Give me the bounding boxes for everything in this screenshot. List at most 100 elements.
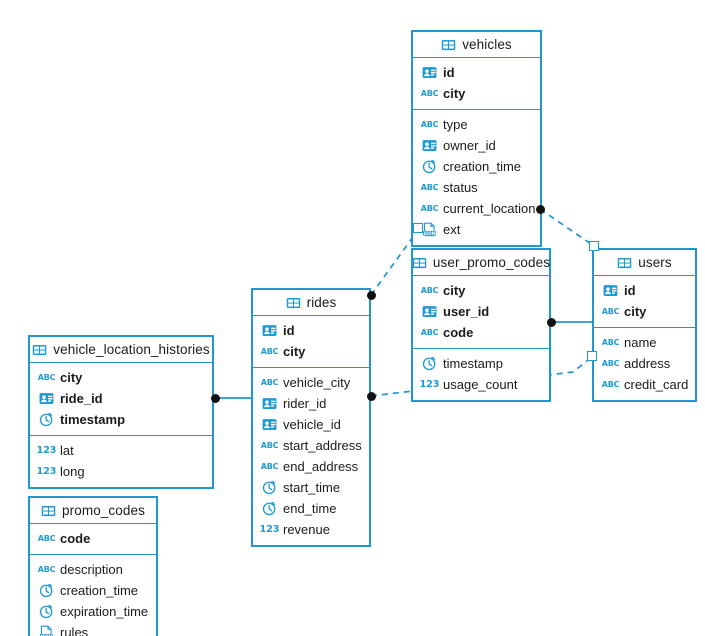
clock-icon	[262, 480, 277, 495]
field-label: credit_card	[624, 377, 689, 392]
clock-icon	[39, 583, 54, 598]
field-label: id	[283, 323, 295, 338]
field-label: address	[624, 356, 671, 371]
field-label: description	[60, 562, 123, 577]
entity-title: vehicles	[462, 37, 512, 52]
clock-icon	[422, 159, 437, 174]
field-rules[interactable]: JSONrules	[30, 622, 156, 636]
entity-title: promo_codes	[62, 503, 145, 518]
endpoint-vehicles-bottom-left	[413, 223, 423, 233]
json-file-icon: JSON	[422, 222, 437, 237]
field-creation_time[interactable]: creation_time	[30, 580, 156, 601]
field-label: vehicle_id	[283, 417, 341, 432]
field-end_time[interactable]: end_time	[253, 498, 369, 519]
id-badge-icon	[422, 304, 437, 319]
field-current_location[interactable]: ABC current_location	[413, 198, 540, 219]
id-badge-icon	[422, 65, 437, 80]
endpoint-vehicles-bottom-right	[535, 204, 545, 214]
entity-header-rides[interactable]: rides	[253, 290, 369, 316]
field-expiration_time[interactable]: expiration_time	[30, 601, 156, 622]
primary-key-field-ride_id[interactable]: ride_id	[30, 388, 212, 409]
field-label: end_time	[283, 501, 337, 516]
primary-key-field-id[interactable]: id	[413, 62, 540, 83]
entity-header-users[interactable]: users	[594, 250, 695, 276]
entity-header-vehicles[interactable]: vehicles	[413, 32, 540, 58]
123-number-icon: 123	[259, 523, 280, 535]
field-label: current_location	[443, 201, 536, 216]
field-label: end_address	[283, 459, 359, 474]
field-label: usage_count	[443, 377, 518, 392]
field-rider_id[interactable]: rider_id	[253, 393, 369, 414]
abc-text-icon: ABC	[420, 119, 439, 129]
entity-header-promo_codes[interactable]: promo_codes	[30, 498, 156, 524]
abc-text-icon: ABC	[37, 372, 56, 382]
table-grid-icon	[286, 295, 301, 310]
abc-text-icon: ABC	[420, 203, 439, 213]
field-label: start_time	[283, 480, 341, 495]
field-label: timestamp	[443, 356, 503, 371]
relationship-vehicles-to-users[interactable]	[539, 208, 595, 247]
relationship-vehicles-to-rides[interactable]	[370, 229, 419, 296]
field-start_time[interactable]: start_time	[253, 477, 369, 498]
entity-header-user_promo_codes[interactable]: user_promo_codes	[412, 250, 550, 276]
field-label: code	[60, 531, 91, 546]
field-vehicle_id[interactable]: vehicle_id	[253, 414, 369, 435]
entity-header-vehicle_location_histories[interactable]: vehicle_location_histories	[30, 337, 212, 363]
field-timestamp[interactable]: timestamp	[413, 353, 549, 374]
clock-icon	[422, 356, 437, 371]
abc-text-icon: ABC	[601, 337, 620, 347]
field-label: city	[283, 344, 306, 359]
primary-key-field-id[interactable]: id	[594, 280, 695, 301]
primary-key-field-timestamp[interactable]: timestamp	[30, 409, 212, 430]
field-label: user_id	[443, 304, 490, 319]
endpoint-user-promo-codes-right	[546, 317, 556, 327]
field-owner_id[interactable]: owner_id	[413, 135, 540, 156]
clock-icon	[39, 604, 54, 619]
field-label: lat	[60, 443, 74, 458]
field-creation_time[interactable]: creation_time	[413, 156, 540, 177]
field-label: rider_id	[283, 396, 327, 411]
field-label: id	[443, 65, 455, 80]
id-badge-icon	[262, 323, 277, 338]
entity-title: rides	[306, 295, 337, 310]
abc-text-icon: ABC	[260, 377, 279, 387]
primary-key-field-user_id[interactable]: user_id	[413, 301, 549, 322]
primary-key-field-id[interactable]: id	[253, 320, 369, 341]
field-label: rules	[60, 625, 89, 636]
field-label: city	[443, 86, 466, 101]
